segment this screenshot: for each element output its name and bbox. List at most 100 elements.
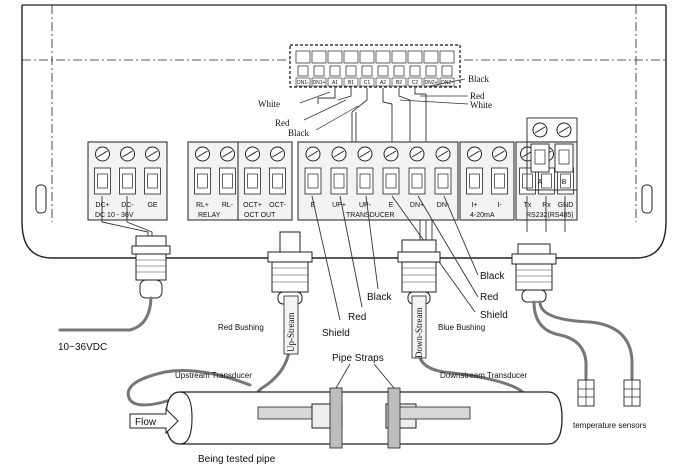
- red-bushing-label: Red Bushing: [218, 323, 264, 332]
- terminal-socket-inner: [222, 173, 233, 189]
- terminal-pin-label: RL+: [196, 202, 209, 209]
- label-red-right: Red: [480, 292, 498, 303]
- ab-socket-inner: [534, 149, 546, 165]
- top-pin-label-cell: [311, 77, 327, 87]
- label-4-20ma: 4-20mA: [470, 212, 495, 219]
- wire-label-red-right: Red: [470, 91, 485, 101]
- power-supply-label: 10~36VDC: [58, 342, 107, 353]
- screw-slot: [534, 126, 546, 134]
- top-pin-label-cell: [327, 77, 343, 87]
- strap-pointers: [335, 363, 395, 389]
- temperature-sensor-ribs: [578, 380, 640, 406]
- top-pin-screw: [295, 50, 311, 64]
- terminal-socket-inner: [247, 173, 258, 189]
- ab-pin-label: B: [562, 179, 567, 186]
- top-pin-label-cell: [439, 77, 455, 87]
- terminal-pin-label: I-: [497, 202, 502, 209]
- screw-slot: [272, 150, 283, 158]
- terminal-pin-label: DN-: [437, 202, 450, 209]
- terminal-pin-label: DN+: [410, 202, 424, 209]
- top-pin-socket: [361, 65, 373, 77]
- wire-label-white-right: White: [470, 100, 492, 110]
- top-pin-screw: [359, 50, 375, 64]
- wire-label-black-left: Black: [288, 128, 309, 138]
- top-pin-socket: [297, 65, 309, 77]
- screw-slot: [411, 150, 423, 158]
- terminal-socket-inner: [385, 173, 397, 189]
- terminal-socket-inner: [469, 173, 480, 189]
- screw-slot: [359, 150, 371, 158]
- top-connector: DN1- DN1+ A1 B1 C1 A2 B2 C2 DN2+ DN2-: [289, 44, 461, 88]
- top-pin-screw: [439, 50, 455, 64]
- screw-slot: [147, 150, 158, 158]
- screw-slot: [385, 150, 397, 158]
- gland-ribs: [136, 259, 552, 283]
- pipe-straps-label: Pipe Straps: [332, 353, 384, 364]
- terminal-socket-inner: [122, 173, 133, 189]
- screw-slot: [247, 150, 258, 158]
- upstream-transducer-label: Upstream Transducer: [175, 371, 252, 380]
- top-pin-screw: [327, 50, 343, 64]
- label-power-sub: DC 10 - 36V: [95, 212, 134, 219]
- wire-label-white-left: White: [258, 99, 280, 109]
- top-pin-screw: [375, 50, 391, 64]
- terminal-pin-label: OCT+: [243, 202, 262, 209]
- terminal-socket-inner: [272, 173, 283, 189]
- top-pin-screw: [407, 50, 423, 64]
- terminal-pin-label: OCT-: [269, 202, 286, 209]
- label-relay: RELAY: [198, 212, 221, 219]
- pin-dn1-minus: DN1-: [297, 80, 309, 86]
- terminal-socket-inner: [197, 173, 208, 189]
- ab-socket-inner: [558, 149, 570, 165]
- terminal-pin-label: I+: [471, 202, 477, 209]
- pin-dn1-plus: DN1+: [313, 80, 326, 86]
- top-pin-socket: [345, 65, 357, 77]
- top-pin-screw: [391, 50, 407, 64]
- top-pin-socket: [329, 65, 341, 77]
- ab-pin-label: A: [538, 179, 543, 186]
- temperature-sensors-label: temperature sensors: [573, 421, 646, 430]
- screw-slot: [494, 150, 505, 158]
- terminal-socket-inner: [307, 173, 319, 189]
- top-pin-socket: [441, 65, 453, 77]
- top-pin-socket: [393, 65, 405, 77]
- cable-tags: [283, 295, 427, 359]
- screw-slot: [437, 150, 449, 158]
- flow-label: Flow: [135, 417, 157, 428]
- terminal-socket-inner: [147, 173, 158, 189]
- label-rs232: RS232(RS485): [526, 212, 573, 219]
- terminal-socket-inner: [541, 173, 552, 189]
- terminal-pin-label: UP-: [359, 202, 372, 209]
- label-oct-out: OCT OUT: [244, 212, 276, 219]
- terminal-pin-label: Rx: [542, 202, 551, 209]
- top-pin-label-cell: [343, 77, 359, 87]
- terminal-pin-label: GND: [558, 202, 574, 209]
- screw-slot: [197, 150, 208, 158]
- pin-b1: B1: [348, 80, 354, 86]
- top-pin-socket: [313, 65, 325, 77]
- top-pin-socket: [377, 65, 389, 77]
- label-shield-mid: Shield: [322, 328, 350, 339]
- terminal-pin-label: DC+: [95, 202, 109, 209]
- label-black-right: Black: [480, 271, 505, 282]
- terminal-pin-label: UP+: [332, 202, 346, 209]
- screw-slot: [222, 150, 233, 158]
- terminal-pin-label: DC-: [121, 202, 134, 209]
- label-shield-right: Shield: [480, 310, 508, 321]
- wire-label-black-right: Black: [468, 74, 489, 84]
- top-pin-socket: [409, 65, 421, 77]
- screw-slot: [97, 150, 108, 158]
- top-pin-label-cell: [407, 77, 423, 87]
- label-transducer: TRANSDUCER: [346, 212, 395, 219]
- pin-c1: C1: [364, 80, 371, 86]
- terminal-block-transducer: [297, 141, 459, 221]
- top-pin-label-cell: [295, 77, 311, 87]
- terminal-socket-inner: [333, 173, 345, 189]
- pin-c2: C2: [412, 80, 419, 86]
- transducers: [257, 387, 471, 449]
- flow-arrow: [129, 407, 179, 435]
- terminal-socket-inner: [411, 173, 423, 189]
- wire-label-red-left: Red: [275, 118, 290, 128]
- top-pin-socket: [425, 65, 437, 77]
